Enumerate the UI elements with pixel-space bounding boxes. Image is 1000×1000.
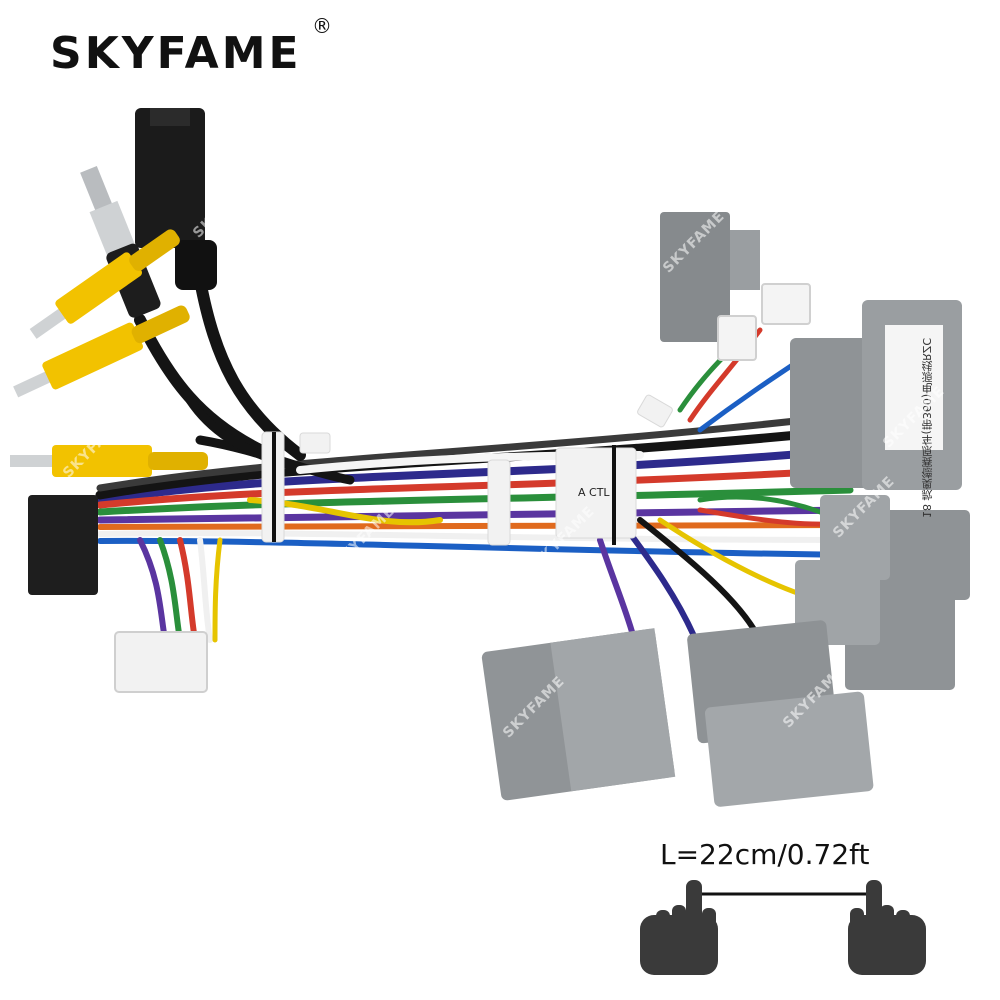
length-label: L=22cm/0.72ft: [660, 838, 870, 871]
small-white-connector-2: [761, 283, 811, 325]
top-gray-connector: [660, 212, 760, 342]
bottom-connector-left: [481, 628, 676, 801]
right-main-connector: [790, 300, 962, 490]
right-hand-icon: [848, 880, 926, 975]
registered-mark: ®: [312, 14, 332, 38]
usb-connector: [135, 108, 217, 290]
left-black-connector: [28, 495, 98, 595]
black-tie-bands: [272, 432, 616, 545]
bottom-connector-middle: [687, 620, 874, 807]
left-hand-icon: [640, 880, 718, 975]
left-white-connector: [114, 631, 208, 693]
right-connector-2: [820, 495, 890, 580]
right-connector-1: [875, 510, 970, 600]
rca-connector-2: [13, 305, 190, 398]
brand-logo: SKYFAME: [50, 28, 302, 79]
small-white-connector-1: [717, 315, 757, 361]
rca-connector-1: [29, 229, 180, 339]
rca-connector-3: [10, 445, 208, 477]
cable-label: A CTL: [578, 486, 610, 499]
